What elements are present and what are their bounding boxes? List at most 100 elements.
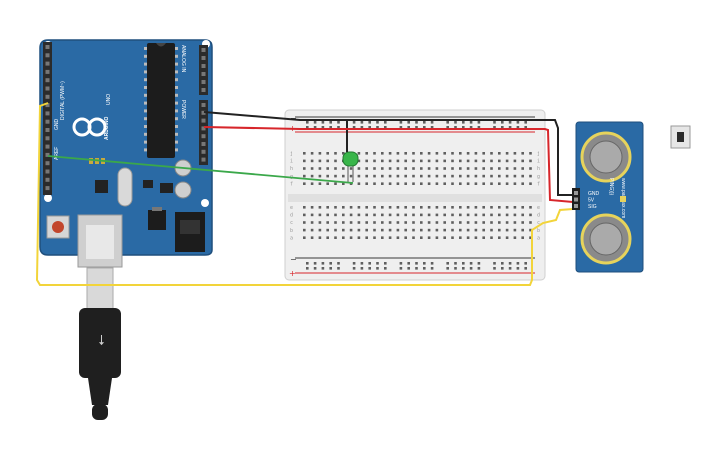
- digital-pin[interactable]: [45, 169, 50, 174]
- terminal-hole[interactable]: [303, 152, 306, 155]
- rail-hole[interactable]: [516, 267, 520, 270]
- terminal-hole[interactable]: [474, 228, 478, 232]
- terminal-hole[interactable]: [357, 236, 361, 239]
- terminal-hole[interactable]: [443, 206, 446, 209]
- power-pin[interactable]: [201, 149, 206, 154]
- terminal-hole[interactable]: [466, 174, 470, 178]
- terminal-hole[interactable]: [365, 152, 368, 155]
- terminal-hole[interactable]: [326, 228, 329, 232]
- terminal-hole[interactable]: [412, 174, 415, 178]
- terminal-hole[interactable]: [381, 152, 384, 155]
- terminal-hole[interactable]: [381, 182, 384, 185]
- terminal-hole[interactable]: [466, 228, 470, 232]
- terminal-hole[interactable]: [388, 167, 392, 170]
- usb-cable[interactable]: ⭠: [79, 267, 121, 420]
- terminal-hole[interactable]: [427, 152, 431, 155]
- terminal-hole[interactable]: [490, 152, 493, 155]
- terminal-hole[interactable]: [513, 213, 517, 217]
- terminal-hole[interactable]: [412, 213, 415, 217]
- rail-hole[interactable]: [430, 121, 434, 124]
- rail-hole[interactable]: [376, 121, 379, 124]
- terminal-hole[interactable]: [451, 174, 454, 178]
- terminal-hole[interactable]: [451, 182, 454, 185]
- rail-hole[interactable]: [313, 267, 317, 270]
- terminal-hole[interactable]: [412, 167, 415, 170]
- rail-hole[interactable]: [446, 126, 449, 129]
- terminal-hole[interactable]: [505, 167, 509, 170]
- terminal-hole[interactable]: [466, 213, 470, 217]
- terminal-hole[interactable]: [326, 152, 329, 155]
- terminal-hole[interactable]: [529, 174, 532, 178]
- terminal-hole[interactable]: [427, 213, 431, 217]
- terminal-hole[interactable]: [513, 206, 517, 209]
- terminal-hole[interactable]: [373, 182, 376, 185]
- terminal-hole[interactable]: [388, 228, 392, 232]
- terminal-hole[interactable]: [303, 182, 306, 185]
- terminal-hole[interactable]: [326, 236, 329, 239]
- rail-hole[interactable]: [477, 267, 481, 270]
- terminal-hole[interactable]: [334, 236, 337, 239]
- terminal-hole[interactable]: [388, 159, 392, 163]
- terminal-hole[interactable]: [388, 174, 392, 178]
- rail-hole[interactable]: [352, 121, 356, 124]
- terminal-hole[interactable]: [443, 159, 446, 163]
- terminal-hole[interactable]: [498, 236, 501, 239]
- terminal-hole[interactable]: [443, 221, 446, 224]
- digital-pin[interactable]: [45, 144, 50, 149]
- terminal-hole[interactable]: [334, 182, 337, 185]
- terminal-hole[interactable]: [373, 228, 376, 232]
- terminal-hole[interactable]: [357, 152, 361, 155]
- rail-hole[interactable]: [454, 262, 457, 265]
- rail-hole[interactable]: [501, 126, 504, 129]
- rail-hole[interactable]: [454, 267, 457, 270]
- terminal-hole[interactable]: [303, 213, 306, 217]
- terminal-hole[interactable]: [381, 167, 384, 170]
- terminal-hole[interactable]: [365, 167, 368, 170]
- terminal-hole[interactable]: [334, 167, 337, 170]
- terminal-hole[interactable]: [435, 206, 439, 209]
- terminal-hole[interactable]: [404, 236, 407, 239]
- rail-hole[interactable]: [430, 262, 434, 265]
- terminal-hole[interactable]: [342, 182, 345, 185]
- digital-pin[interactable]: [45, 61, 50, 66]
- terminal-hole[interactable]: [498, 206, 501, 209]
- terminal-hole[interactable]: [529, 167, 532, 170]
- terminal-hole[interactable]: [334, 221, 337, 224]
- terminal-hole[interactable]: [482, 221, 485, 224]
- terminal-hole[interactable]: [420, 167, 423, 170]
- terminal-hole[interactable]: [303, 206, 306, 209]
- rail-hole[interactable]: [352, 262, 356, 265]
- rail-hole[interactable]: [493, 126, 496, 129]
- terminal-hole[interactable]: [521, 174, 524, 178]
- rail-hole[interactable]: [415, 126, 418, 129]
- terminal-hole[interactable]: [474, 159, 478, 163]
- right-pin-holes[interactable]: [201, 48, 206, 162]
- rail-hole[interactable]: [415, 262, 418, 265]
- rail-hole[interactable]: [321, 126, 325, 129]
- terminal-hole[interactable]: [303, 221, 306, 224]
- terminal-hole[interactable]: [451, 206, 454, 209]
- terminal-hole[interactable]: [490, 213, 493, 217]
- rail-hole[interactable]: [399, 267, 403, 270]
- terminal-hole[interactable]: [490, 174, 493, 178]
- terminal-hole[interactable]: [435, 213, 439, 217]
- terminal-hole[interactable]: [427, 221, 431, 224]
- arduino-uno-board[interactable]: AREF GND DIGITAL (PWM~) ANALOG IN POWER …: [39, 39, 213, 268]
- terminal-hole[interactable]: [357, 159, 361, 163]
- terminal-hole[interactable]: [404, 182, 407, 185]
- rail-hole[interactable]: [516, 121, 520, 124]
- terminal-hole[interactable]: [482, 159, 485, 163]
- terminal-hole[interactable]: [498, 182, 501, 185]
- rail-hole[interactable]: [368, 126, 371, 129]
- rail-hole[interactable]: [321, 267, 325, 270]
- digital-pin[interactable]: [45, 94, 50, 99]
- terminal-hole[interactable]: [482, 167, 485, 170]
- terminal-hole[interactable]: [342, 228, 345, 232]
- rail-hole[interactable]: [360, 262, 364, 265]
- terminal-hole[interactable]: [490, 236, 493, 239]
- rail-hole[interactable]: [337, 121, 340, 124]
- terminal-hole[interactable]: [451, 221, 454, 224]
- rail-hole[interactable]: [446, 121, 449, 124]
- digital-pin[interactable]: [45, 136, 50, 141]
- terminal-hole[interactable]: [505, 213, 509, 217]
